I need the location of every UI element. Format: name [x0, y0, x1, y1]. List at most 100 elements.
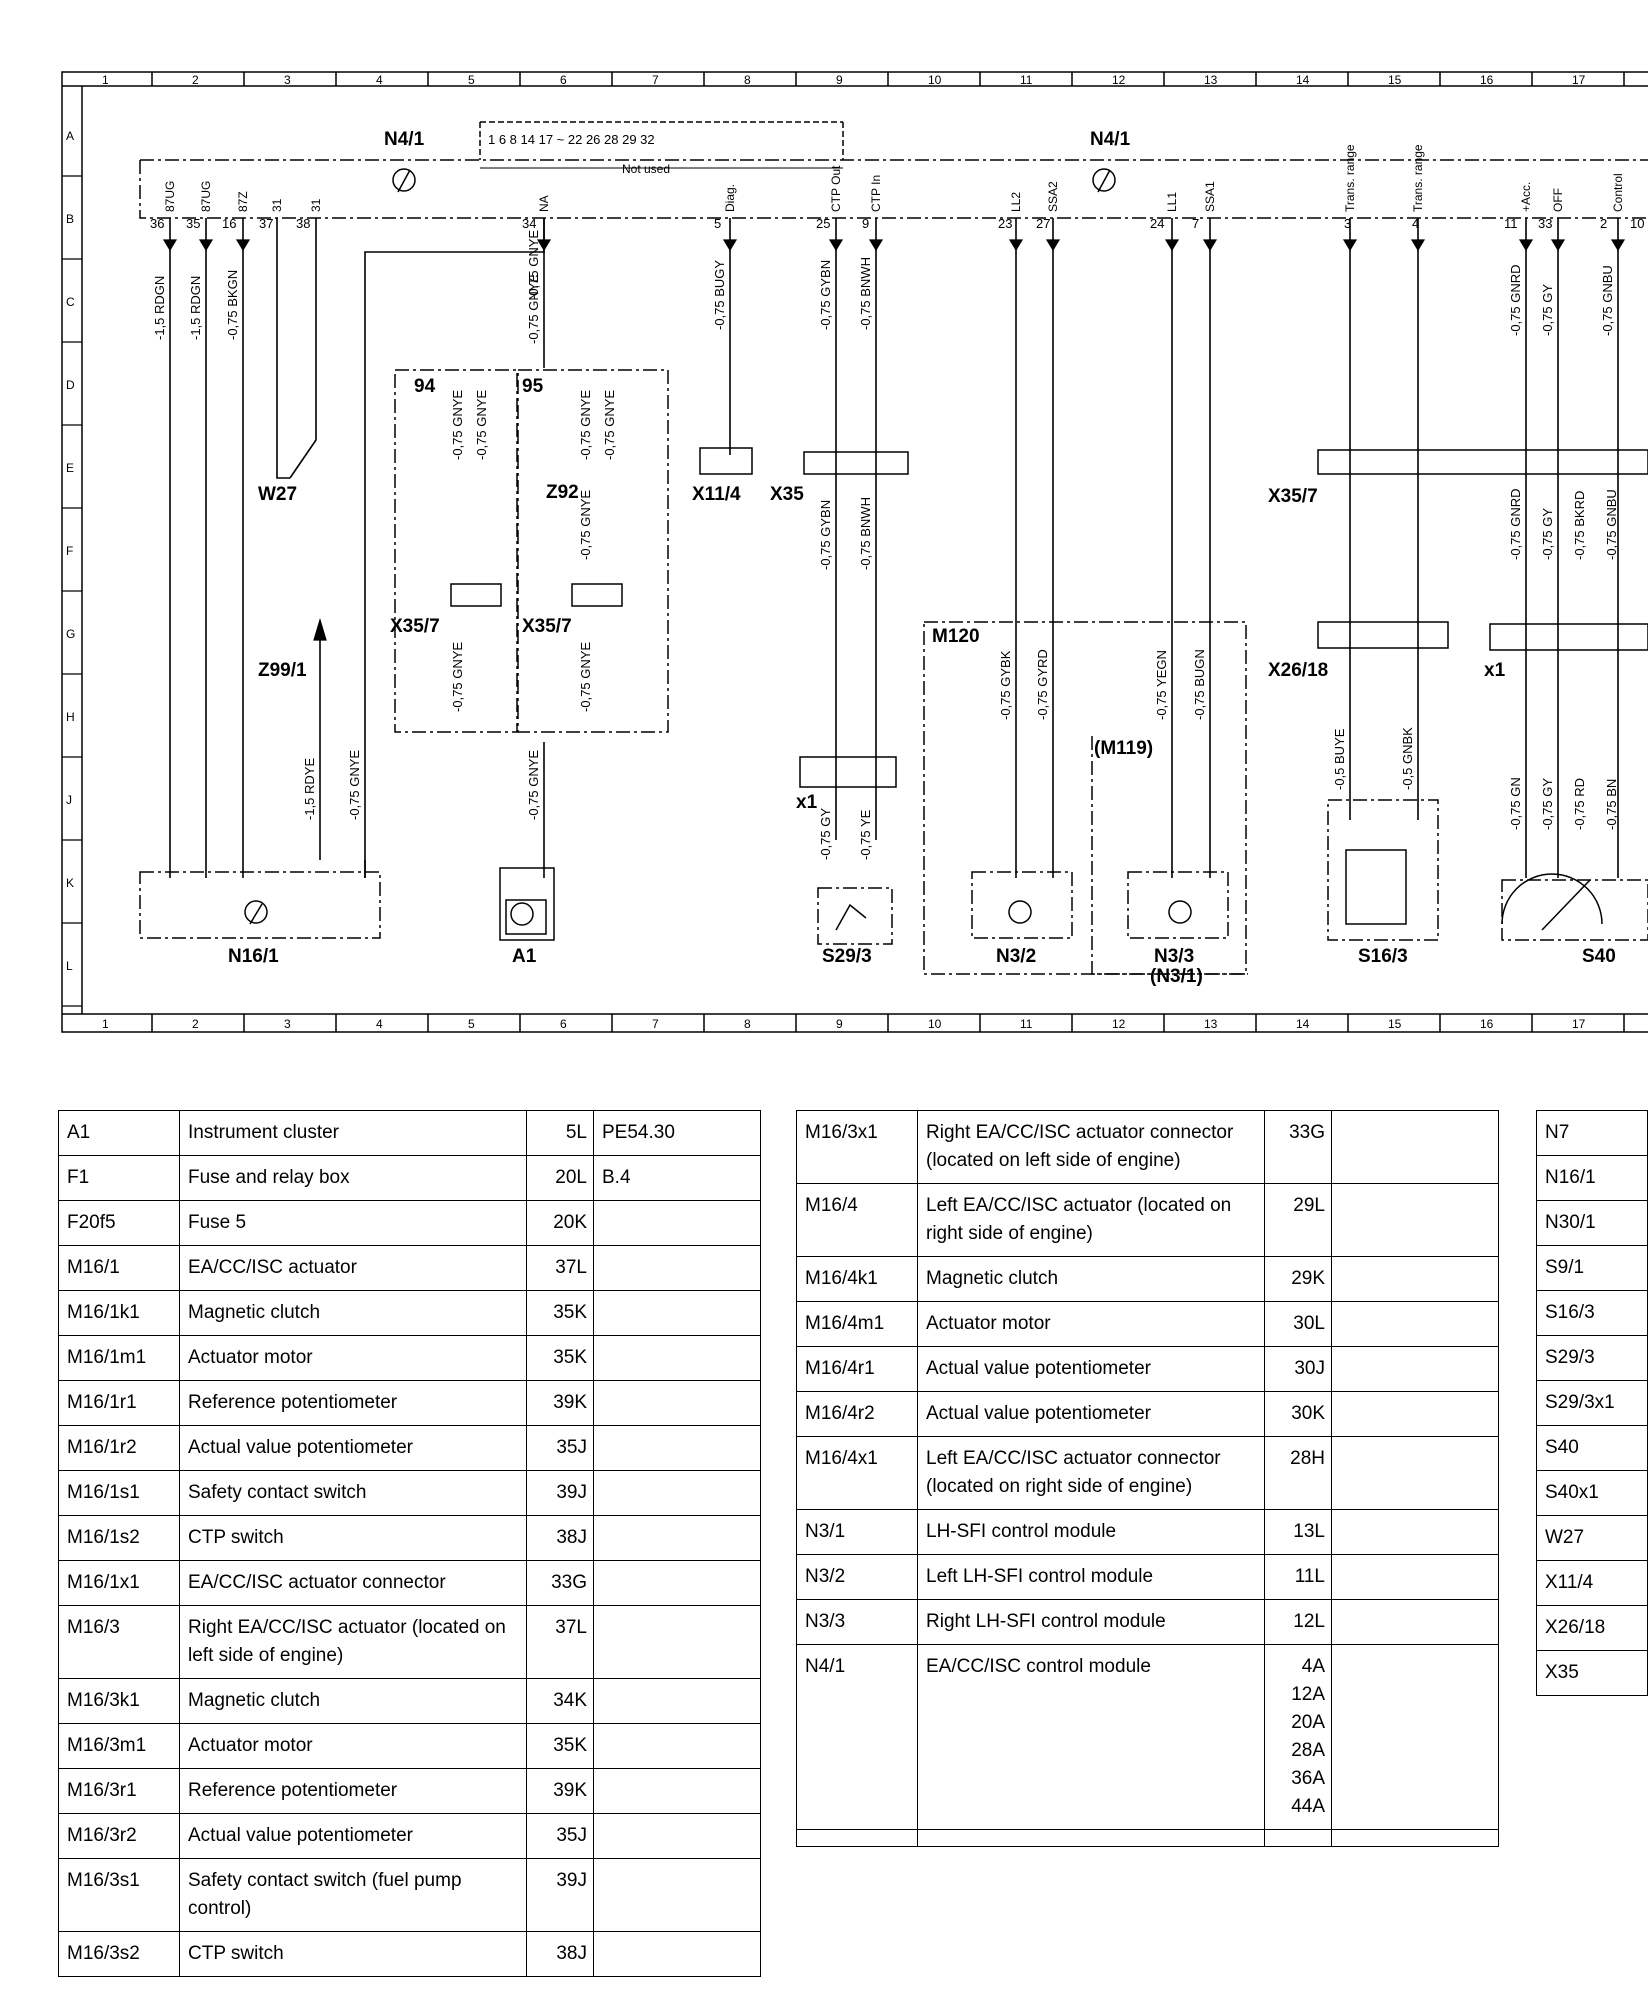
s29-3-box [817, 887, 893, 945]
grid-row-E: E [66, 461, 74, 475]
legend-ref: B.4 [593, 1155, 761, 1201]
legend-loc: 38J [526, 1515, 594, 1561]
wire-label: -0,75 GYRD [1035, 649, 1050, 720]
legend-code: X26/18 [1536, 1605, 1648, 1651]
terminal-arrow [1045, 239, 1061, 252]
legend-row: S29/3x1 [1536, 1380, 1648, 1426]
legend-code: N3/2 [796, 1554, 918, 1600]
legend-desc: LH-SFI control module [917, 1509, 1265, 1555]
wire-label: -0,75 GNYE [347, 750, 362, 820]
terminal-arrow [1518, 239, 1534, 252]
legend-row [796, 1829, 1499, 1847]
legend-code: M16/4r2 [796, 1391, 918, 1437]
legend-desc: Actual value potentiometer [179, 1425, 527, 1471]
legend-ref [1331, 1256, 1499, 1302]
legend-code: N30/1 [1536, 1200, 1648, 1246]
legend-loc: 37L [526, 1605, 594, 1679]
grid-row-F: F [66, 544, 73, 558]
legend-desc: Left EA/CC/ISC actuator (located on righ… [917, 1183, 1265, 1257]
legend-ref [593, 1678, 761, 1724]
pin-34: 34 [522, 216, 536, 231]
wire-label: -0,75 YEGN [1154, 650, 1169, 720]
x35-connector [803, 451, 909, 475]
legend-loc: 29K [1264, 1256, 1332, 1302]
pin-38: 38 [296, 216, 310, 231]
grid-col-2: 2 [192, 1017, 199, 1031]
legend-loc: 39J [526, 1858, 594, 1932]
label-a1: A1 [512, 946, 537, 967]
wire-label: -0,75 GNYE [526, 274, 541, 344]
legend-loc: 20L [526, 1155, 594, 1201]
legend-desc: EA/CC/ISC control module [917, 1644, 1265, 1830]
wire-label: -0,75 BUGN [1192, 649, 1207, 720]
legend-desc: CTP switch [179, 1515, 527, 1561]
legend-row: S40 [1536, 1425, 1648, 1471]
n16-1-box [139, 871, 381, 939]
wire-label: -0,75 GNRD [1508, 488, 1523, 560]
terminal-arrow [1610, 239, 1626, 252]
legend-code: M16/3s2 [58, 1931, 180, 1977]
pin-16: 16 [222, 216, 236, 231]
label-n3-1: (N3/1) [1150, 966, 1203, 987]
legend-ref [593, 1470, 761, 1516]
pin-tag: NA [537, 195, 551, 212]
grid-row-H: H [66, 710, 75, 724]
grid-col-16: 16 [1480, 73, 1494, 87]
grid-col-1: 1 [102, 73, 109, 87]
wire-label: -1,5 RDYE [302, 758, 317, 820]
pin-tag: SSA2 [1046, 181, 1060, 212]
legend-desc: Safety contact switch [179, 1470, 527, 1516]
legend-ref [1331, 1554, 1499, 1600]
terminal-arrow [536, 239, 552, 252]
legend-ref [593, 1813, 761, 1859]
grid-col-6: 6 [560, 73, 567, 87]
wire-label: -0,75 GY [818, 808, 833, 860]
wire-label: -0,5 GNBK [1400, 727, 1415, 790]
legend-desc: Reference potentiometer [179, 1768, 527, 1814]
grid-col-15: 15 [1388, 1017, 1402, 1031]
legend-desc: Actuator motor [917, 1301, 1265, 1347]
legend-code: M16/1x1 [58, 1560, 180, 1606]
wire-label: -0,75 YE [858, 809, 873, 860]
pin-tag: Trans. range [1343, 144, 1357, 212]
x35-7-connector-94 [450, 583, 502, 607]
legend-ref [593, 1931, 761, 1977]
legend-loc: 39K [526, 1768, 594, 1814]
legend-loc: 29L [1264, 1183, 1332, 1257]
legend-desc: Right LH-SFI control module [917, 1599, 1265, 1645]
legend-loc: 11L [1264, 1554, 1332, 1600]
wire-label: -0,75 GY [1540, 508, 1555, 560]
grid-row-A: A [66, 129, 74, 143]
pin-33: 33 [1538, 216, 1552, 231]
pin-9: 9 [862, 216, 869, 231]
wire-label: -0,75 GYBN [818, 260, 833, 330]
legend-loc: 35K [526, 1290, 594, 1336]
grid-col-9: 9 [836, 73, 843, 87]
pin-4: 4 [1412, 216, 1419, 231]
label-x1-left: x1 [796, 792, 818, 813]
legend-ref: PE54.30 [593, 1110, 761, 1156]
x26-18-connector [1317, 621, 1449, 649]
pin-11: 11 [1504, 216, 1518, 231]
wire-label: -0,75 GNYE [526, 750, 541, 820]
legend-loc: 30L [1264, 1301, 1332, 1347]
wire-w27-37 [276, 218, 290, 479]
label-x26-18: X26/18 [1268, 660, 1328, 681]
pin-tag: Trans. range [1411, 144, 1425, 212]
legend-desc: Actual value potentiometer [917, 1391, 1265, 1437]
legend-code: S16/3 [1536, 1290, 1648, 1336]
legend-row: S40x1 [1536, 1470, 1648, 1516]
wire-label: -0,75 GYBK [998, 650, 1013, 720]
wire-label: -0,75 GY [1540, 778, 1555, 830]
legend-desc: EA/CC/ISC actuator [179, 1245, 527, 1291]
grid-col-5: 5 [468, 1017, 475, 1031]
terminal-arrow [722, 239, 738, 252]
